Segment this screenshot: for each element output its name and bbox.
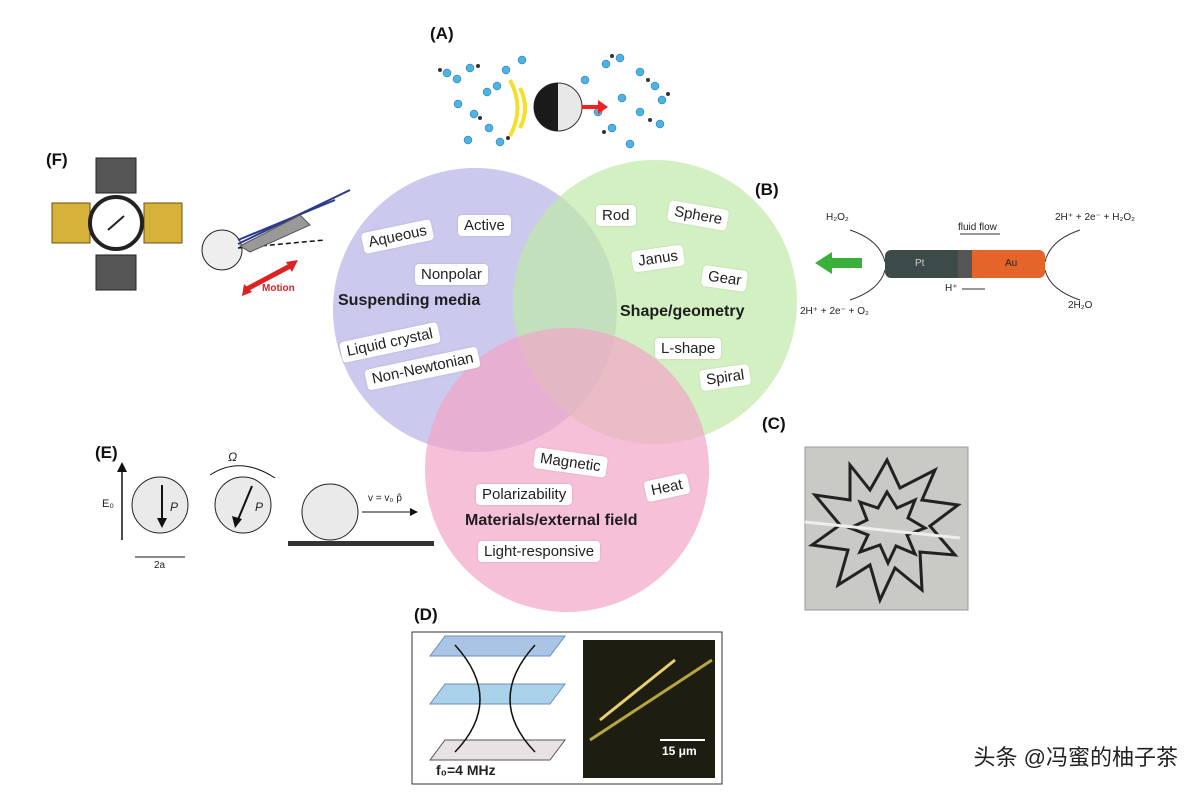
e-omega: Ω [228,450,238,464]
panel-d-graphic [411,631,723,785]
panel-label-e: (E) [95,443,118,462]
tag-polarizability: Polarizability [476,484,573,505]
d-frequency: f₀=4 MHz [436,762,496,778]
e-p1: P [170,500,179,514]
tag-active: Active [458,215,511,236]
e-field: E₀ [102,498,114,510]
category-shape-geometry: Shape/geometry [620,303,745,320]
panel-label-b: (B) [755,180,779,199]
tag-nonpolar: Nonpolar [415,264,488,285]
b-fluid-flow: fluid flow [958,222,997,233]
e-p2: P [255,500,264,514]
f-motion: Motion [262,283,295,294]
b-right-bottom: 2H₂O [1068,300,1093,311]
panel-label-d: (D) [414,605,438,624]
tag-l-shape: L-shape [655,338,722,359]
panel-label-f: (F) [46,150,68,169]
b-h2o2: H₂O₂ [826,212,849,223]
tag-rod: Rod [596,205,636,226]
d-scale: 15 μm [662,744,697,758]
panel-b-graphic [815,229,1081,301]
panel-label-c: (C) [762,414,786,433]
panel-e-graphic [117,462,434,558]
e-width: 2a [154,560,166,571]
b-left-bottom: 2H⁺ + 2e⁻ + O₂ [800,306,869,317]
b-hplus: H⁺ [945,283,958,294]
category-materials-field: Materials/external field [465,512,638,529]
b-right-top: 2H⁺ + 2e⁻ + H₂O₂ [1055,212,1136,223]
panel-c-graphic [804,446,969,611]
tag-light-responsive: Light-responsive [478,541,601,562]
panel-f-graphic [51,157,351,296]
watermark: 头条 @冯蜜的柚子茶 [973,745,1178,770]
panel-a-graphic [438,53,670,149]
category-suspending-media: Suspending media [338,292,481,309]
panel-label-a: (A) [430,24,454,43]
b-au: Au [1005,258,1018,269]
e-velocity: v = v₀ p̂ [368,493,402,504]
b-pt: Pt [915,258,925,269]
